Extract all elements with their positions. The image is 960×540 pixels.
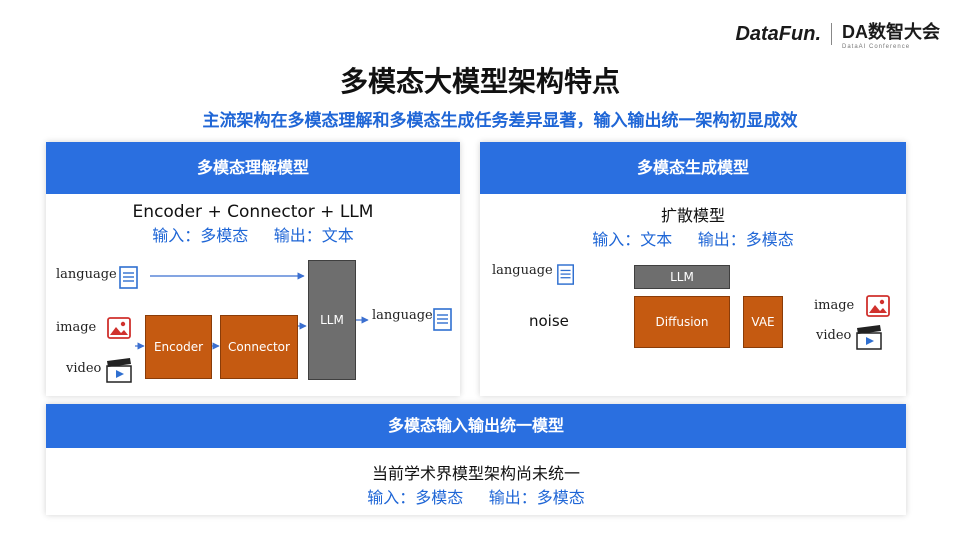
generation-io: 输入：文本 输出：多模态 bbox=[592, 230, 794, 249]
understanding-formula: Encoder + Connector + LLM bbox=[132, 202, 374, 222]
video-icon bbox=[856, 325, 882, 350]
document-icon bbox=[433, 308, 452, 331]
unified-status: 当前学术界模型架构尚未统一 bbox=[371, 464, 580, 483]
logo-divider bbox=[831, 23, 832, 45]
connector-box: Connector bbox=[220, 315, 298, 379]
left-language-out-label: language bbox=[372, 308, 433, 323]
right-image-label: image bbox=[814, 298, 855, 313]
left-language-in-label: language bbox=[56, 267, 117, 282]
page-subtitle: 主流架构在多模态理解和多模态生成任务差异显著，输入输出统一架构初显成效 bbox=[202, 111, 798, 131]
noise-label: noise bbox=[529, 312, 569, 330]
generation-llm-box: LLM bbox=[634, 265, 730, 289]
datafun-logo: DataFun. bbox=[735, 22, 821, 45]
generation-formula: 扩散模型 bbox=[660, 206, 725, 225]
video-icon bbox=[106, 358, 132, 383]
understanding-header: 多模态理解模型 bbox=[46, 142, 460, 194]
document-icon bbox=[557, 264, 574, 285]
encoder-box: Encoder bbox=[145, 315, 212, 379]
image-icon bbox=[107, 317, 131, 339]
page-title: 多模态大模型架构特点 bbox=[339, 65, 620, 98]
understanding-io: 输入：多模态 输出：文本 bbox=[152, 226, 354, 245]
left-video-label: video bbox=[66, 361, 102, 376]
llm-box: LLM bbox=[308, 260, 356, 380]
generation-panel: 多模态生成模型 扩散模型 输入：文本 输出：多模态 bbox=[480, 142, 906, 396]
diffusion-box: Diffusion bbox=[634, 296, 730, 348]
unified-header: 多模态输入输出统一模型 bbox=[46, 404, 906, 448]
left-image-label: image bbox=[56, 320, 97, 335]
unified-panel: 多模态输入输出统一模型 当前学术界模型架构尚未统一 输入：多模态 输出：多模态 bbox=[46, 404, 906, 515]
right-video-label: video bbox=[816, 328, 852, 343]
document-icon bbox=[119, 266, 138, 289]
generation-header: 多模态生成模型 bbox=[480, 142, 906, 194]
vae-box: VAE bbox=[743, 296, 783, 348]
image-icon bbox=[866, 295, 890, 317]
unified-io: 输入：多模态 输出：多模态 bbox=[367, 488, 585, 507]
right-language-in-label: language bbox=[492, 263, 553, 278]
